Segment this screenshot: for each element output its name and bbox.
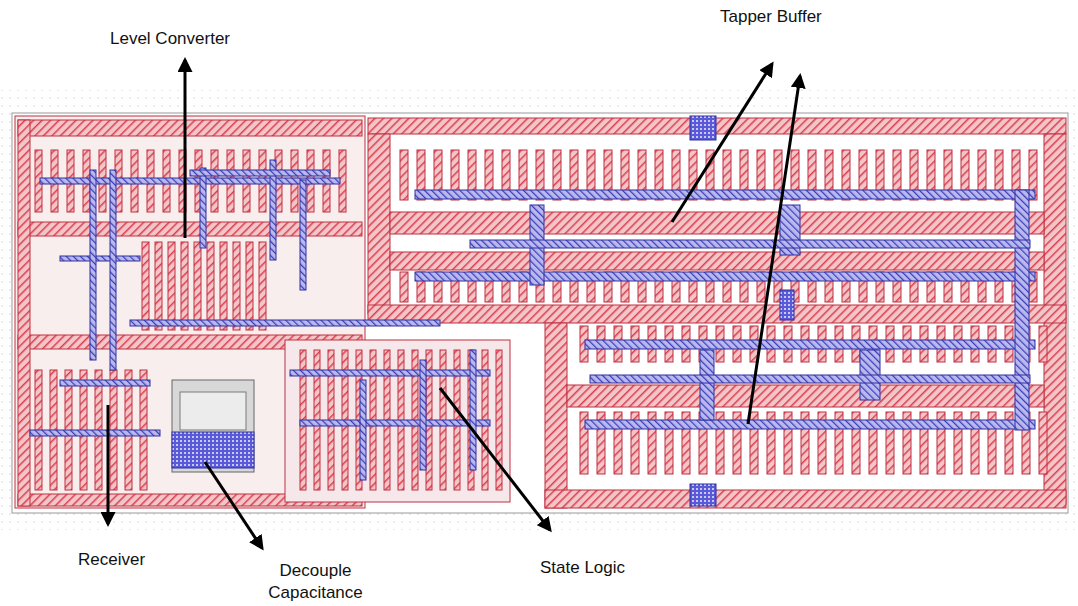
part-label: Receiver [78,549,145,571]
part-label: State Logic [540,557,625,579]
part-label: Decouple Capacitance [258,560,373,604]
part-label: Tapper Buffer [720,6,822,28]
part-label: Level Converter [110,28,230,50]
